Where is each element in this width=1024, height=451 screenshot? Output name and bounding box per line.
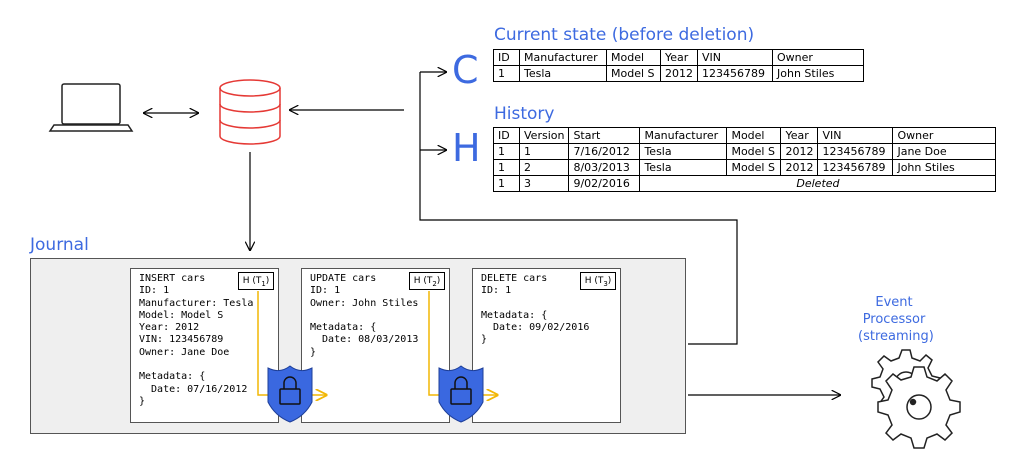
hash-suffix: ) — [436, 276, 441, 286]
lock-shield-icon — [267, 365, 313, 423]
event-processor-line3: (streaming) — [858, 329, 934, 344]
current-state-title: Current state (before deletion) — [494, 25, 755, 45]
hash-sub: 1 — [261, 279, 266, 288]
header-cell: Model — [606, 49, 661, 66]
history-table: ID Version Start Manufacturer Model Year… — [493, 127, 997, 192]
current-state-table: ID Manufacturer Model Year VIN Owner 1 T… — [493, 49, 864, 82]
database-icon — [219, 79, 281, 145]
gear-icon-large — [877, 366, 961, 449]
hash-suffix: ) — [607, 276, 612, 286]
table-cell: 3 — [518, 175, 570, 192]
event-processor-line1: Event — [875, 295, 913, 310]
hash-prefix: H (T — [584, 276, 604, 286]
deleted-label: Deleted — [639, 175, 997, 192]
table-cell: 9/02/2016 — [568, 175, 641, 192]
hash-badge-2: H (T2) — [409, 272, 445, 290]
table-cell: Model S — [606, 65, 661, 82]
hash-badge-3: H (T3) — [580, 272, 616, 290]
table-header-row: ID Version Start Manufacturer Model Year… — [493, 127, 997, 144]
stream-bracket — [419, 72, 738, 345]
laptop-icon — [48, 83, 134, 132]
table-cell: John Stiles — [772, 65, 864, 82]
table-cell: 123456789 — [817, 143, 894, 160]
table-header-row: ID Manufacturer Model Year VIN Owner — [493, 49, 864, 66]
table-cell: 8/03/2013 — [568, 159, 641, 176]
journal-entry-insert: INSERT cars ID: 1 Manufacturer: Tesla Mo… — [130, 268, 279, 423]
history-letter: H — [452, 126, 481, 170]
lock-shield-icon — [438, 365, 484, 423]
table-cell: 7/16/2012 — [568, 143, 641, 160]
table-cell: 123456789 — [697, 65, 773, 82]
table-cell: Tesla — [639, 143, 728, 160]
header-cell: Manufacturer — [519, 49, 607, 66]
table-row: 1 1 7/16/2012 Tesla Model S 2012 1234567… — [493, 143, 997, 160]
event-processor-line2: Processor — [862, 312, 926, 327]
hash-badge-1: H (T1) — [238, 272, 274, 290]
history-title: History — [494, 104, 555, 124]
hash-suffix: ) — [265, 276, 270, 286]
table-row: 1 Tesla Model S 2012 123456789 John Stil… — [493, 65, 864, 82]
table-cell: Tesla — [519, 65, 607, 82]
hash-sub: 3 — [603, 279, 608, 288]
hash-sub: 2 — [432, 279, 437, 288]
journal-title: Journal — [30, 235, 89, 255]
table-row: 1 2 8/03/2013 Tesla Model S 2012 1234567… — [493, 159, 997, 176]
hash-prefix: H (T — [242, 276, 262, 286]
hash-prefix: H (T — [413, 276, 433, 286]
event-processor-label: Event Processor (streaming) — [858, 294, 934, 345]
header-cell: Manufacturer — [639, 127, 728, 144]
table-row-deleted: 1 3 9/02/2016 Deleted — [493, 175, 997, 192]
header-cell: Year — [780, 127, 819, 144]
current-state-letter: C — [452, 48, 479, 92]
